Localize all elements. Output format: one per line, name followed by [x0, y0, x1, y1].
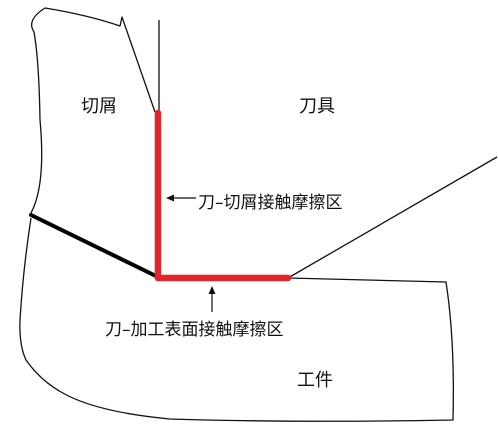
- chip-label: 切屑: [81, 96, 117, 117]
- tool-flank-edge: [287, 156, 498, 279]
- tool-chip-zone-label: 刀–切屑接触摩擦区: [198, 193, 343, 213]
- workpiece-label: 工件: [297, 370, 333, 391]
- workpiece-outline: [19, 217, 455, 422]
- shear-plane-line: [29, 213, 160, 279]
- tool-label: 刀具: [299, 96, 335, 117]
- tool-surface-zone-label: 刀–加工表面接触摩擦区: [105, 320, 284, 340]
- chip-outline: [30, 7, 156, 214]
- tool-surface-arrowhead: [208, 286, 216, 294]
- tool-chip-arrowhead: [166, 194, 174, 202]
